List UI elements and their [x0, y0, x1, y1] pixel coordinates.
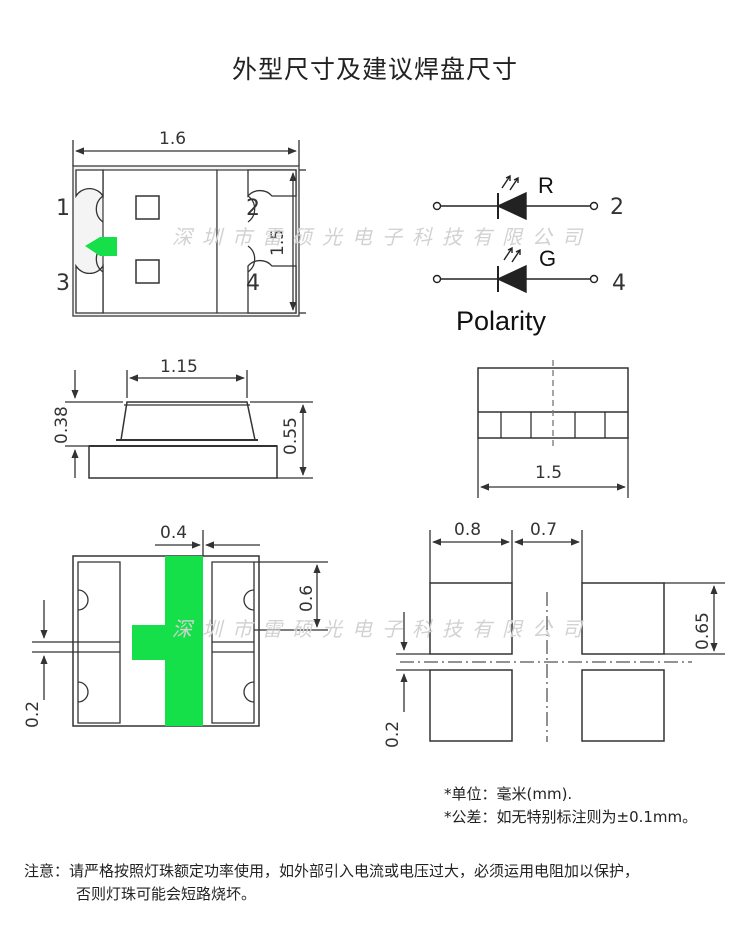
- warning-line-1: 注意：请严格按照灯珠额定功率使用，如外部引入电流或电压过大，必须运用电阻加以保护…: [24, 862, 640, 880]
- side-view: [65, 370, 313, 479]
- side-body-height-dim: 0.38: [52, 406, 72, 444]
- polarity-pin-4: 4: [612, 271, 626, 296]
- warning-block: 注意：请严格按照灯珠额定功率使用，如外部引入电流或电压过大，必须运用电阻加以保护…: [24, 860, 734, 906]
- footprint-pad-br: [581, 669, 665, 742]
- footprint-pad-bl: [429, 669, 513, 742]
- tolerance-note: *公差：如无特别标注则为±0.1mm。: [444, 808, 698, 826]
- pin-label-1: 1: [56, 196, 70, 221]
- side-top-width-dim: 1.15: [160, 357, 198, 377]
- top-width-dim: 1.6: [159, 129, 186, 149]
- pin-label-3: 3: [56, 271, 70, 296]
- bottom-pad-height-dim: 0.6: [297, 585, 317, 612]
- pad-notch-3: [75, 263, 104, 314]
- top-view-body: [102, 169, 218, 314]
- footprint-pad-tr: [581, 582, 665, 655]
- polarity-title: Polarity: [456, 306, 547, 336]
- footprint-view: [396, 530, 725, 742]
- diode-r-icon: [496, 191, 527, 221]
- pin-label-2: 2: [246, 196, 260, 221]
- bottom-gap-dim: 0.2: [23, 701, 43, 728]
- end-width-dim: 1.5: [535, 463, 562, 483]
- side-view-lens: [120, 401, 256, 441]
- notes-block: *单位：毫米(mm). *公差：如无特别标注则为±0.1mm。: [444, 783, 697, 829]
- side-total-height-dim: 0.55: [281, 417, 301, 455]
- warning-line-2: 否则灯珠可能会短路烧坏。: [76, 885, 257, 903]
- bottom-pad-width-dim: 0.4: [160, 523, 187, 543]
- polarity-pin-2: 2: [610, 195, 624, 220]
- polarity-marker: [85, 237, 117, 256]
- polarity-schematic: [432, 174, 599, 294]
- end-view: [477, 360, 629, 498]
- footprint-pad-height-dim: 0.65: [693, 612, 713, 650]
- watermark-top: 深圳市雷硕光电子科技有限公司: [172, 225, 592, 249]
- watermark-bottom: 深圳市雷硕光电子科技有限公司: [172, 617, 592, 641]
- bottom-view: [32, 530, 328, 727]
- page-title: 外型尺寸及建议焊盘尺寸: [231, 55, 518, 84]
- chip-top: [135, 195, 160, 220]
- footprint-pad-tl: [429, 582, 513, 655]
- led-r-label: R: [538, 173, 554, 198]
- pad-notch-1: [75, 169, 104, 199]
- top-view: [72, 140, 306, 317]
- units-note: *单位：毫米(mm).: [444, 785, 573, 803]
- diode-g-icon: [496, 264, 527, 294]
- footprint-gap-dim: 0.7: [530, 520, 557, 540]
- led-g-label: G: [539, 246, 556, 271]
- top-height-dim: 1.5: [268, 229, 288, 256]
- footprint-pad-width-dim: 0.8: [454, 520, 481, 540]
- side-view-base: [88, 445, 278, 479]
- footprint-row-gap-dim: 0.2: [383, 721, 403, 748]
- chip-bottom: [135, 259, 160, 284]
- bottom-green-pad: [132, 556, 203, 726]
- pin-label-4: 4: [246, 271, 260, 296]
